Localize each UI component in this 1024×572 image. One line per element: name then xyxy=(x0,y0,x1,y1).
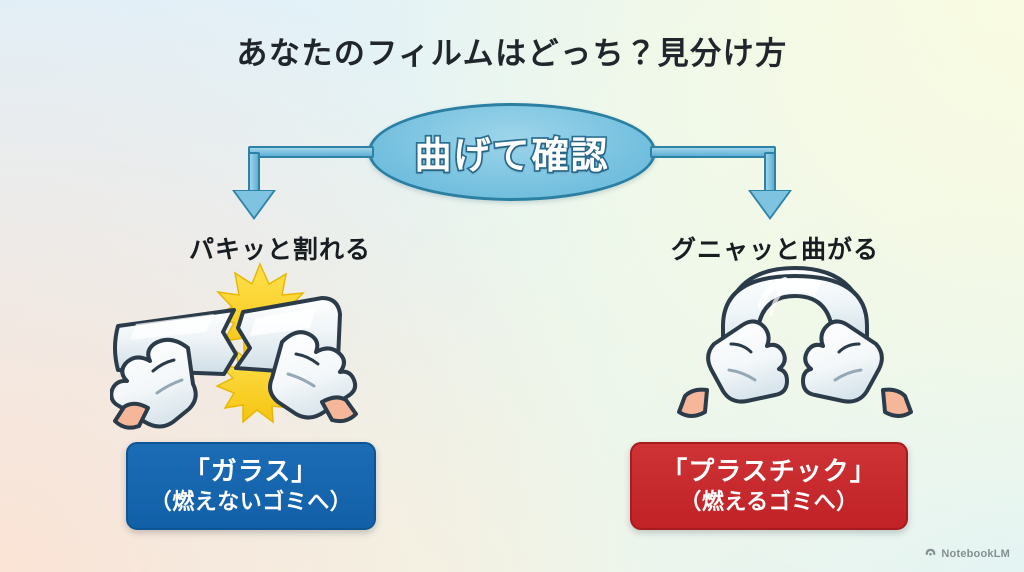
connector-vertical-segment-left xyxy=(248,152,260,194)
illustration-hands-bending-plastic xyxy=(645,262,945,437)
result-sub-glass: （燃えないゴミへ） xyxy=(149,488,353,514)
connector-horizontal-segment-left xyxy=(248,146,374,158)
result-box-glass[interactable]: 「ガラス」 （燃えないゴミへ） xyxy=(126,442,376,530)
notebooklm-logo-icon xyxy=(924,545,937,563)
hub-label: 曲げて確認 xyxy=(413,133,610,177)
wrist-cuff-left xyxy=(113,401,150,430)
page-title: あなたのフィルムはどっち？見分け方 xyxy=(236,36,788,71)
arrow-down-icon-left xyxy=(235,191,273,217)
wrist-cuff-right xyxy=(320,395,358,424)
gloved-hand-left xyxy=(706,319,789,404)
hub-node-bend-test: 曲げて確認 xyxy=(368,103,656,201)
result-main-glass: 「ガラス」 xyxy=(183,455,319,486)
connector-horizontal-segment-right xyxy=(650,146,776,158)
result-main-plastic: 「プラスチック」 xyxy=(661,455,877,486)
arrow-down-icon-right xyxy=(751,191,789,217)
watermark-label: NotebookLM xyxy=(941,548,1010,560)
wrist-cuff-right xyxy=(881,387,913,418)
result-box-plastic[interactable]: 「プラスチック」 （燃えるゴミへ） xyxy=(630,442,908,530)
wrist-cuff-left xyxy=(677,387,709,418)
illustration-hands-snapping-glass xyxy=(109,262,410,437)
branch-label-plastic: グニャッと曲がる xyxy=(670,236,879,264)
connector-vertical-segment-right xyxy=(764,152,776,194)
result-sub-plastic: （燃えるゴミへ） xyxy=(679,488,859,514)
gloved-hand-right xyxy=(801,319,884,404)
branch-label-glass: パキッと割れる xyxy=(188,236,371,264)
hub-ellipse-shape xyxy=(368,103,656,201)
notebooklm-watermark: NotebookLM xyxy=(924,545,1010,563)
